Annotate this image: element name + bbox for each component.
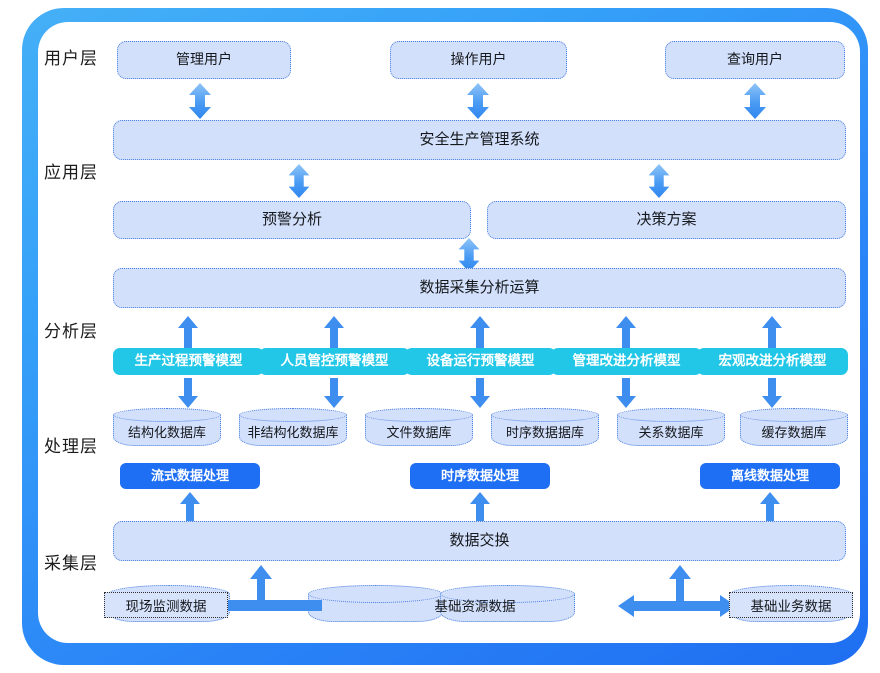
layer-label-processing: 处理层 bbox=[44, 437, 98, 456]
double-arrow-icon-query bbox=[741, 83, 769, 119]
up-arrow-icon-model-5 bbox=[761, 316, 783, 348]
double-arrow-icon-operator bbox=[464, 83, 492, 119]
down-arrow-icon-db-4 bbox=[615, 378, 637, 408]
analysis-compute-box[interactable]: 数据采集分析运算 bbox=[113, 268, 846, 308]
app-box-decision-plan[interactable]: 决策方案 bbox=[487, 201, 846, 239]
cylinder-top bbox=[365, 408, 473, 422]
down-arrow-icon-db-5 bbox=[761, 378, 783, 408]
database-cylinder-relational[interactable]: 关系数据库 bbox=[617, 408, 725, 446]
left-right-arrow-icon bbox=[618, 593, 736, 624]
cylinder-top bbox=[113, 408, 221, 422]
database-cylinder-unstructured[interactable]: 非结构化数据库 bbox=[239, 408, 347, 446]
double-arrow-icon-compute bbox=[455, 238, 483, 272]
source-cylinder-resource-a bbox=[308, 585, 443, 622]
double-arrow-icon-warning bbox=[285, 164, 313, 198]
connector-bar-left bbox=[222, 600, 322, 611]
user-box-query[interactable]: 查询用户 bbox=[665, 41, 845, 79]
up-arrow-icon-timeseries bbox=[469, 492, 491, 522]
source-label-monitoring[interactable]: 现场监测数据 bbox=[104, 592, 228, 618]
database-cylinder-structured[interactable]: 结构化数据库 bbox=[113, 408, 221, 446]
database-label: 时序数据据库 bbox=[505, 424, 584, 440]
up-arrow-icon-model-4 bbox=[615, 316, 637, 348]
collection-exchange-box[interactable]: 数据交换 bbox=[113, 521, 846, 561]
source-label-business[interactable]: 基础业务数据 bbox=[729, 592, 853, 618]
app-box-warning-analysis[interactable]: 预警分析 bbox=[113, 201, 471, 239]
analysis-model-management[interactable]: 管理改进分析模型 bbox=[551, 348, 702, 375]
layer-label-user: 用户层 bbox=[44, 49, 98, 68]
database-label: 缓存数据库 bbox=[761, 424, 827, 440]
database-cylinder-timeseries[interactable]: 时序数据据库 bbox=[491, 408, 599, 446]
database-label: 文件数据库 bbox=[386, 424, 452, 440]
database-label: 结构化数据库 bbox=[127, 424, 206, 440]
up-arrow-icon-source-left bbox=[249, 565, 273, 605]
source-cylinder-resource-b bbox=[440, 585, 575, 622]
app-system-box[interactable]: 安全生产管理系统 bbox=[113, 120, 846, 160]
layer-label-analysis: 分析层 bbox=[44, 322, 98, 341]
layer-label-collection: 采集层 bbox=[44, 554, 98, 573]
down-arrow-icon-db-2 bbox=[323, 378, 345, 408]
user-box-operator[interactable]: 操作用户 bbox=[390, 41, 567, 79]
double-arrow-icon-decision bbox=[645, 164, 673, 198]
database-cylinder-file[interactable]: 文件数据库 bbox=[365, 408, 473, 446]
database-label: 关系数据库 bbox=[638, 424, 704, 440]
up-arrow-icon-model-1 bbox=[177, 316, 199, 348]
source-label-resource[interactable]: 基础资源数据 bbox=[434, 599, 516, 614]
database-label: 非结构化数据库 bbox=[247, 424, 339, 440]
cylinder-top bbox=[491, 408, 599, 422]
up-arrow-icon-offline bbox=[759, 492, 781, 522]
layer-label-app: 应用层 bbox=[44, 163, 98, 182]
database-cylinder-cache[interactable]: 缓存数据库 bbox=[740, 408, 848, 446]
user-box-admin[interactable]: 管理用户 bbox=[117, 41, 291, 79]
processing-chip-stream[interactable]: 流式数据处理 bbox=[120, 463, 260, 489]
processing-chip-offline[interactable]: 离线数据处理 bbox=[700, 463, 840, 489]
analysis-model-macro[interactable]: 宏观改进分析模型 bbox=[697, 348, 848, 375]
processing-chip-timeseries[interactable]: 时序数据处理 bbox=[410, 463, 550, 489]
down-arrow-icon-db-1 bbox=[177, 378, 199, 408]
up-arrow-icon-model-2 bbox=[323, 316, 345, 348]
down-arrow-icon-db-3 bbox=[469, 378, 491, 408]
analysis-model-production[interactable]: 生产过程预警模型 bbox=[113, 348, 264, 375]
cylinder-top bbox=[740, 408, 848, 422]
analysis-model-equipment[interactable]: 设备运行预警模型 bbox=[405, 348, 556, 375]
cylinder-top bbox=[440, 585, 575, 603]
cylinder-top bbox=[239, 408, 347, 422]
up-arrow-icon-model-3 bbox=[469, 316, 491, 348]
up-arrow-icon-source-right bbox=[668, 565, 692, 605]
cylinder-top bbox=[617, 408, 725, 422]
up-arrow-icon-stream bbox=[179, 492, 201, 522]
double-arrow-icon-admin bbox=[186, 83, 214, 119]
analysis-model-personnel[interactable]: 人员管控预警模型 bbox=[259, 348, 410, 375]
